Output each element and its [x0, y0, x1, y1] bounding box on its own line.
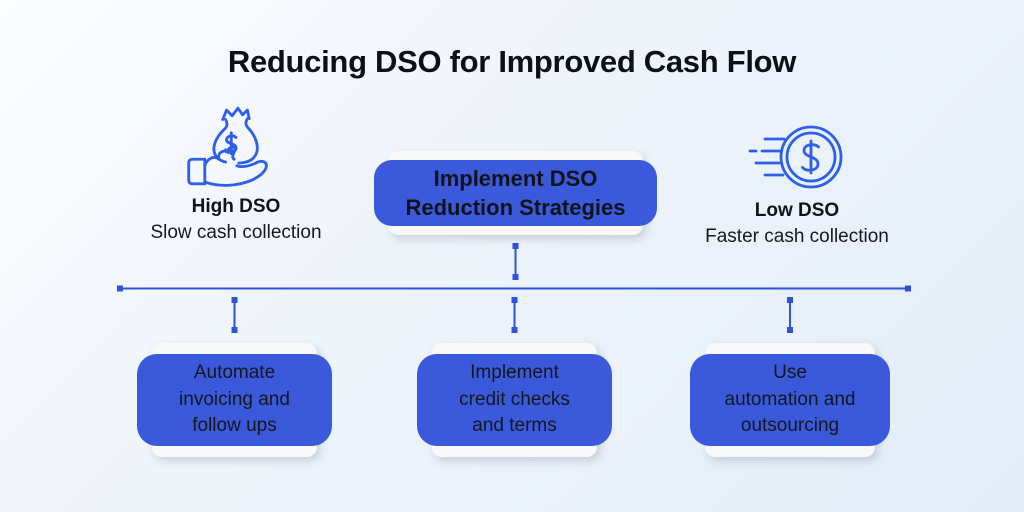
low-dso-callout: Low DSO Faster cash collection [677, 116, 917, 248]
speeding-coin-icon [748, 125, 843, 189]
strategy-box-credit-checks: Implement credit checks and terms [417, 343, 612, 457]
low-dso-heading: Low DSO [754, 200, 840, 221]
money-bag-hand-icon [187, 106, 268, 187]
high-dso-callout: High DSO Slow cash collection [116, 98, 356, 244]
high-dso-subtext: Slow cash collection [150, 222, 322, 243]
strategy-box-label: Automate invoicing and follow ups [179, 362, 290, 437]
strategy-box-label: Implement credit checks and terms [459, 362, 570, 437]
central-strategy-box: Implement DSO Reduction Strategies [374, 151, 657, 235]
high-dso-heading: High DSO [191, 196, 281, 217]
strategy-box-label: Use automation and outsourcing [724, 362, 856, 437]
page-title: Reducing DSO for Improved Cash Flow [227, 44, 797, 79]
central-strategy-label: Implement DSO Reduction Strategies [405, 165, 626, 220]
strategy-box-automation-outsourcing: Use automation and outsourcing [690, 343, 890, 457]
strategy-box-automate-invoicing: Automate invoicing and follow ups [137, 343, 332, 457]
low-dso-subtext: Faster cash collection [705, 226, 889, 247]
